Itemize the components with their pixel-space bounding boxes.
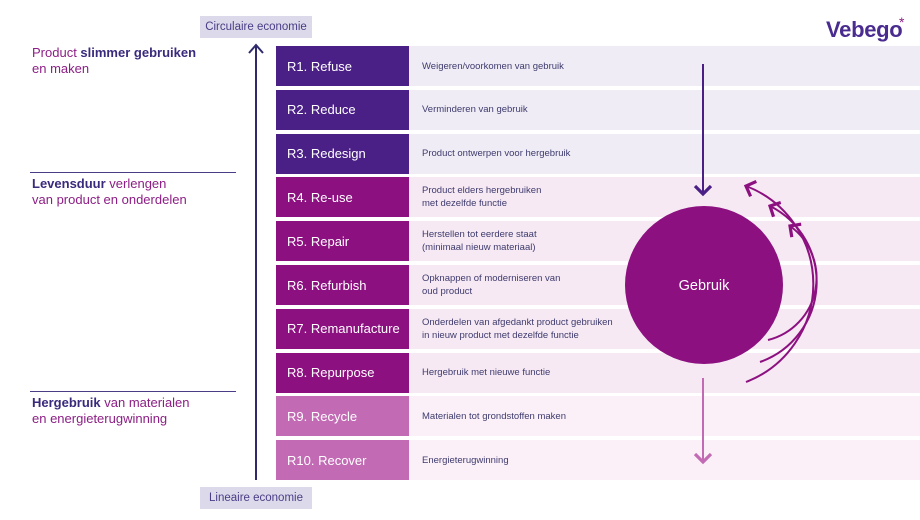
r-strategy-description: Herstellen tot eerdere staat (minimaal n…: [422, 229, 537, 254]
r-strategy-label: R8. Repurpose: [276, 352, 409, 393]
group-extend-lifespan-after: verlengen: [105, 176, 167, 191]
r-strategy-description: Materialen tot grondstoffen maken: [422, 410, 566, 422]
r-strategy-label: R3. Redesign: [276, 133, 409, 174]
usage-circle-label: Gebruik: [679, 278, 731, 294]
group-material-reuse-rest: en energieterugwinning: [32, 411, 168, 426]
r-strategy-description: Hergebruik met nieuwe functie: [422, 367, 551, 379]
group-smarter-use-bold: slimmer gebruiken: [80, 45, 197, 60]
linear-economy-label: Lineaire economie: [200, 487, 312, 509]
group-extend-lifespan: Levensduur verlengen van product en onde…: [32, 176, 237, 208]
r-strategy-label: R5. Repair: [276, 221, 409, 262]
r-strategy-description: Product ontwerpen voor hergebruik: [422, 148, 571, 160]
group-material-reuse: Hergebruik van materialen en energieteru…: [32, 395, 237, 427]
loop-arrow-inner: [767, 222, 818, 341]
group-material-reuse-after: van materialen: [100, 395, 190, 410]
r-strategy-label: R2. Reduce: [276, 89, 409, 130]
group-smarter-use: Product slimmer gebruiken en maken: [32, 45, 237, 77]
r-strategy-label: R4. Re-use: [276, 177, 409, 218]
group-divider-2: [30, 391, 236, 392]
r-strategy-label: R6. Refurbish: [276, 265, 409, 305]
group-divider-1: [30, 172, 236, 173]
group-extend-lifespan-bold: Levensduur: [32, 176, 106, 191]
r-strategy-description: Opknappen of moderniseren van oud produc…: [422, 273, 561, 297]
group-material-reuse-bold: Hergebruik: [32, 395, 101, 410]
r-strategy-description: Product elders hergebruiken met dezelfde…: [422, 185, 542, 210]
r-strategy-description: Weigeren/voorkomen van gebruik: [422, 60, 564, 72]
r-strategy-label: R1. Refuse: [276, 46, 409, 86]
r-strategy-label: R9. Recycle: [276, 396, 409, 437]
circularity-axis-arrow: [248, 43, 264, 480]
r-strategy-description: Verminderen van gebruik: [422, 104, 528, 116]
r-strategy-description: Onderdelen van afgedankt product gebruik…: [422, 316, 613, 341]
usage-circle: [625, 206, 783, 364]
r-strategy-label: R10. Recover: [276, 440, 409, 481]
vebego-logo: Vebego: [826, 17, 903, 42]
r-strategy-label: R7. Remanufacture: [276, 308, 409, 349]
vebego-logo-mark-icon: *: [899, 14, 905, 30]
r-strategy-description: Energieterugwinning: [422, 454, 509, 466]
group-smarter-use-rest: en maken: [32, 61, 90, 76]
group-smarter-use-prefix: Product: [32, 45, 81, 60]
group-extend-lifespan-rest: van product en onderdelen: [32, 192, 187, 207]
circular-economy-label: Circulaire economie: [200, 16, 312, 38]
